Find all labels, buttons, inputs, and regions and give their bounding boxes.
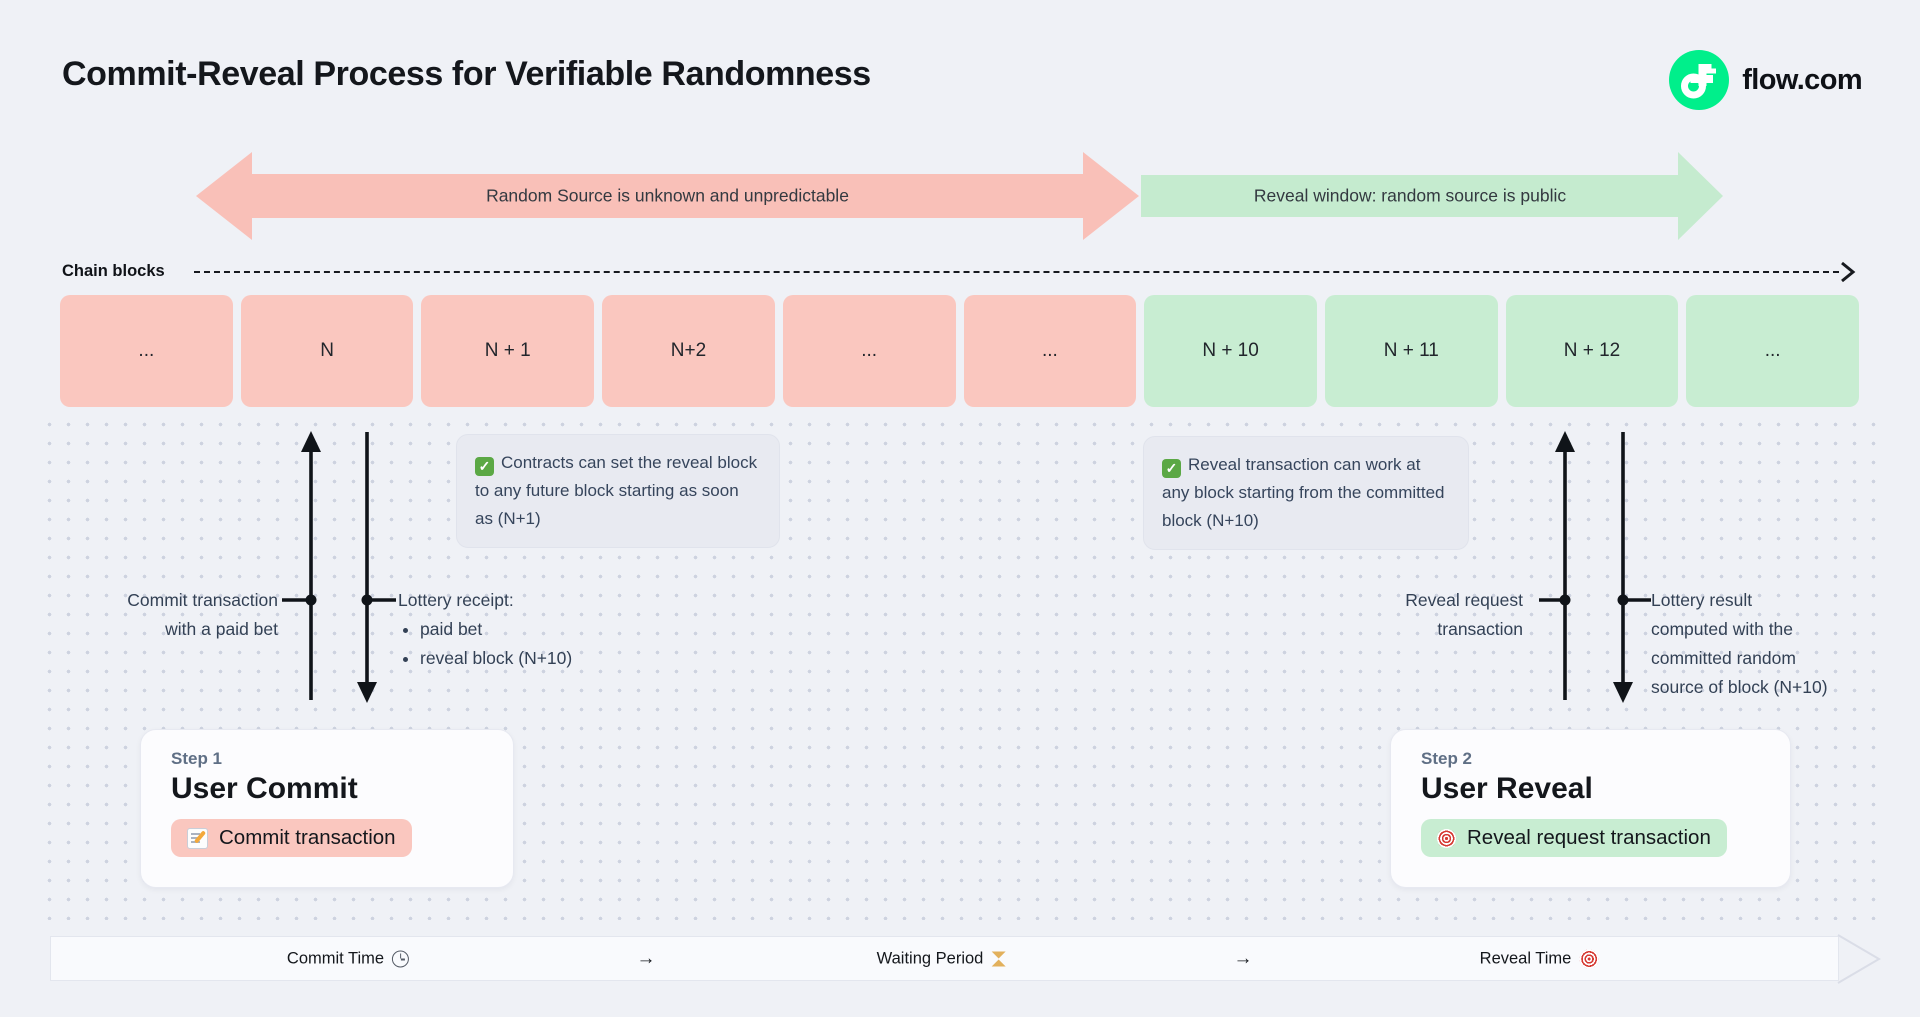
pill-label: Commit transaction xyxy=(219,826,396,849)
timeline-arrow-icon: → xyxy=(1234,948,1253,970)
lottery-result-note: Lottery result computed with the committ… xyxy=(1651,586,1828,702)
chain-block: ... xyxy=(963,295,1137,407)
chain-block: ... xyxy=(60,295,233,407)
note-line: Reveal request xyxy=(1405,590,1523,610)
chain-block: ... xyxy=(1686,295,1860,407)
hourglass-icon xyxy=(991,950,1006,967)
chain-blocks-label: Chain blocks xyxy=(62,262,165,280)
chain-block: N + 10 xyxy=(1144,295,1317,407)
commit-transaction-note: Commit transaction with a paid bet xyxy=(127,586,278,644)
callout-commit-rule: ✓Contracts can set the reveal block to a… xyxy=(456,434,780,548)
chain-blocks-row: ... N N + 1 N+2 ... ... N + 10 N + 11 N … xyxy=(60,295,1860,407)
timeline-label: Reveal Time xyxy=(1479,949,1572,967)
right-arrow-shape xyxy=(1141,152,1723,240)
chain-block: N + 1 xyxy=(421,295,595,407)
memo-icon xyxy=(187,827,208,849)
step-card-user-reveal: Step 2 User Reveal Reveal request transa… xyxy=(1390,729,1791,888)
step-title: User Commit xyxy=(171,772,358,805)
callout-text: Contracts can set the reveal block to an… xyxy=(475,453,758,528)
commit-transaction-pill: Commit transaction xyxy=(171,819,412,857)
check-icon: ✓ xyxy=(475,456,494,476)
chain-block: N + 11 xyxy=(1324,295,1498,407)
step-card-user-commit: Step 1 User Commit Commit transaction xyxy=(140,729,514,888)
timeline-label: → xyxy=(636,947,656,969)
timeline-reveal-time: Reveal Time xyxy=(1480,949,1599,968)
timeline-waiting-period: Waiting Period xyxy=(877,949,1006,968)
timeline-arrow-icon: → xyxy=(637,948,656,970)
step-number: Step 2 xyxy=(1421,749,1473,768)
timeline-bar: Commit Time → Waiting Period → Reveal Ti… xyxy=(50,936,1839,981)
note-line: with a paid bet xyxy=(165,619,278,639)
note-title: Lottery receipt: xyxy=(398,590,514,610)
receipt-bullet: paid bet xyxy=(420,615,572,644)
chain-block: N + 12 xyxy=(1505,295,1679,407)
flow-logo-icon xyxy=(1669,50,1730,110)
banner-random-unknown: Random Source is unknown and unpredictab… xyxy=(196,152,1139,240)
stopwatch-icon xyxy=(392,950,410,967)
timeline-commit-time: Commit Time xyxy=(286,949,410,968)
target-icon xyxy=(1579,949,1599,968)
note-line: source of block (N+10) xyxy=(1651,677,1828,697)
note-line: transaction xyxy=(1437,619,1523,639)
reveal-request-pill: Reveal request transaction xyxy=(1421,819,1727,857)
banner-label: Reveal window: random source is public xyxy=(1253,185,1567,206)
chain-block: N+2 xyxy=(602,295,775,407)
chain-block: N xyxy=(240,295,414,407)
brand-name: flow.com xyxy=(1742,63,1862,96)
receipt-bullet: reveal block (N+10) xyxy=(420,644,572,673)
banner-label: Random Source is unknown and unpredictab… xyxy=(486,185,849,206)
timeline-label: Waiting Period xyxy=(876,949,984,967)
target-icon xyxy=(1437,828,1456,848)
double-arrow-shape xyxy=(196,152,1139,240)
reveal-request-note: Reveal request transaction xyxy=(1405,586,1523,644)
timeline-label: Commit Time xyxy=(286,949,385,967)
note-line: Commit transaction xyxy=(127,590,278,610)
timeline-chevron-icon xyxy=(1837,934,1881,984)
banner-reveal-window: Reveal window: random source is public xyxy=(1141,152,1723,240)
check-icon: ✓ xyxy=(1162,458,1181,478)
chain-block: ... xyxy=(782,295,956,407)
lottery-receipt-note: Lottery receipt: paid bet reveal block (… xyxy=(398,586,572,673)
step-title: User Reveal xyxy=(1421,772,1593,805)
brand: flow.com xyxy=(1669,50,1863,110)
note-line: computed with the xyxy=(1651,619,1794,639)
callout-reveal-rule: ✓Reveal transaction can work at any bloc… xyxy=(1143,436,1469,550)
page-title: Commit-Reveal Process for Verifiable Ran… xyxy=(62,55,871,93)
chain-arrowhead-icon xyxy=(1841,261,1856,283)
note-line: Lottery result xyxy=(1651,590,1753,610)
step-number: Step 1 xyxy=(171,749,223,768)
chain-dotted-line xyxy=(194,271,1839,273)
pill-label: Reveal request transaction xyxy=(1467,826,1711,849)
note-line: committed random xyxy=(1651,648,1796,668)
timeline-label: → xyxy=(1233,947,1253,969)
receipt-bullets: paid bet reveal block (N+10) xyxy=(398,615,572,673)
callout-text: Reveal transaction can work at any block… xyxy=(1162,455,1445,530)
